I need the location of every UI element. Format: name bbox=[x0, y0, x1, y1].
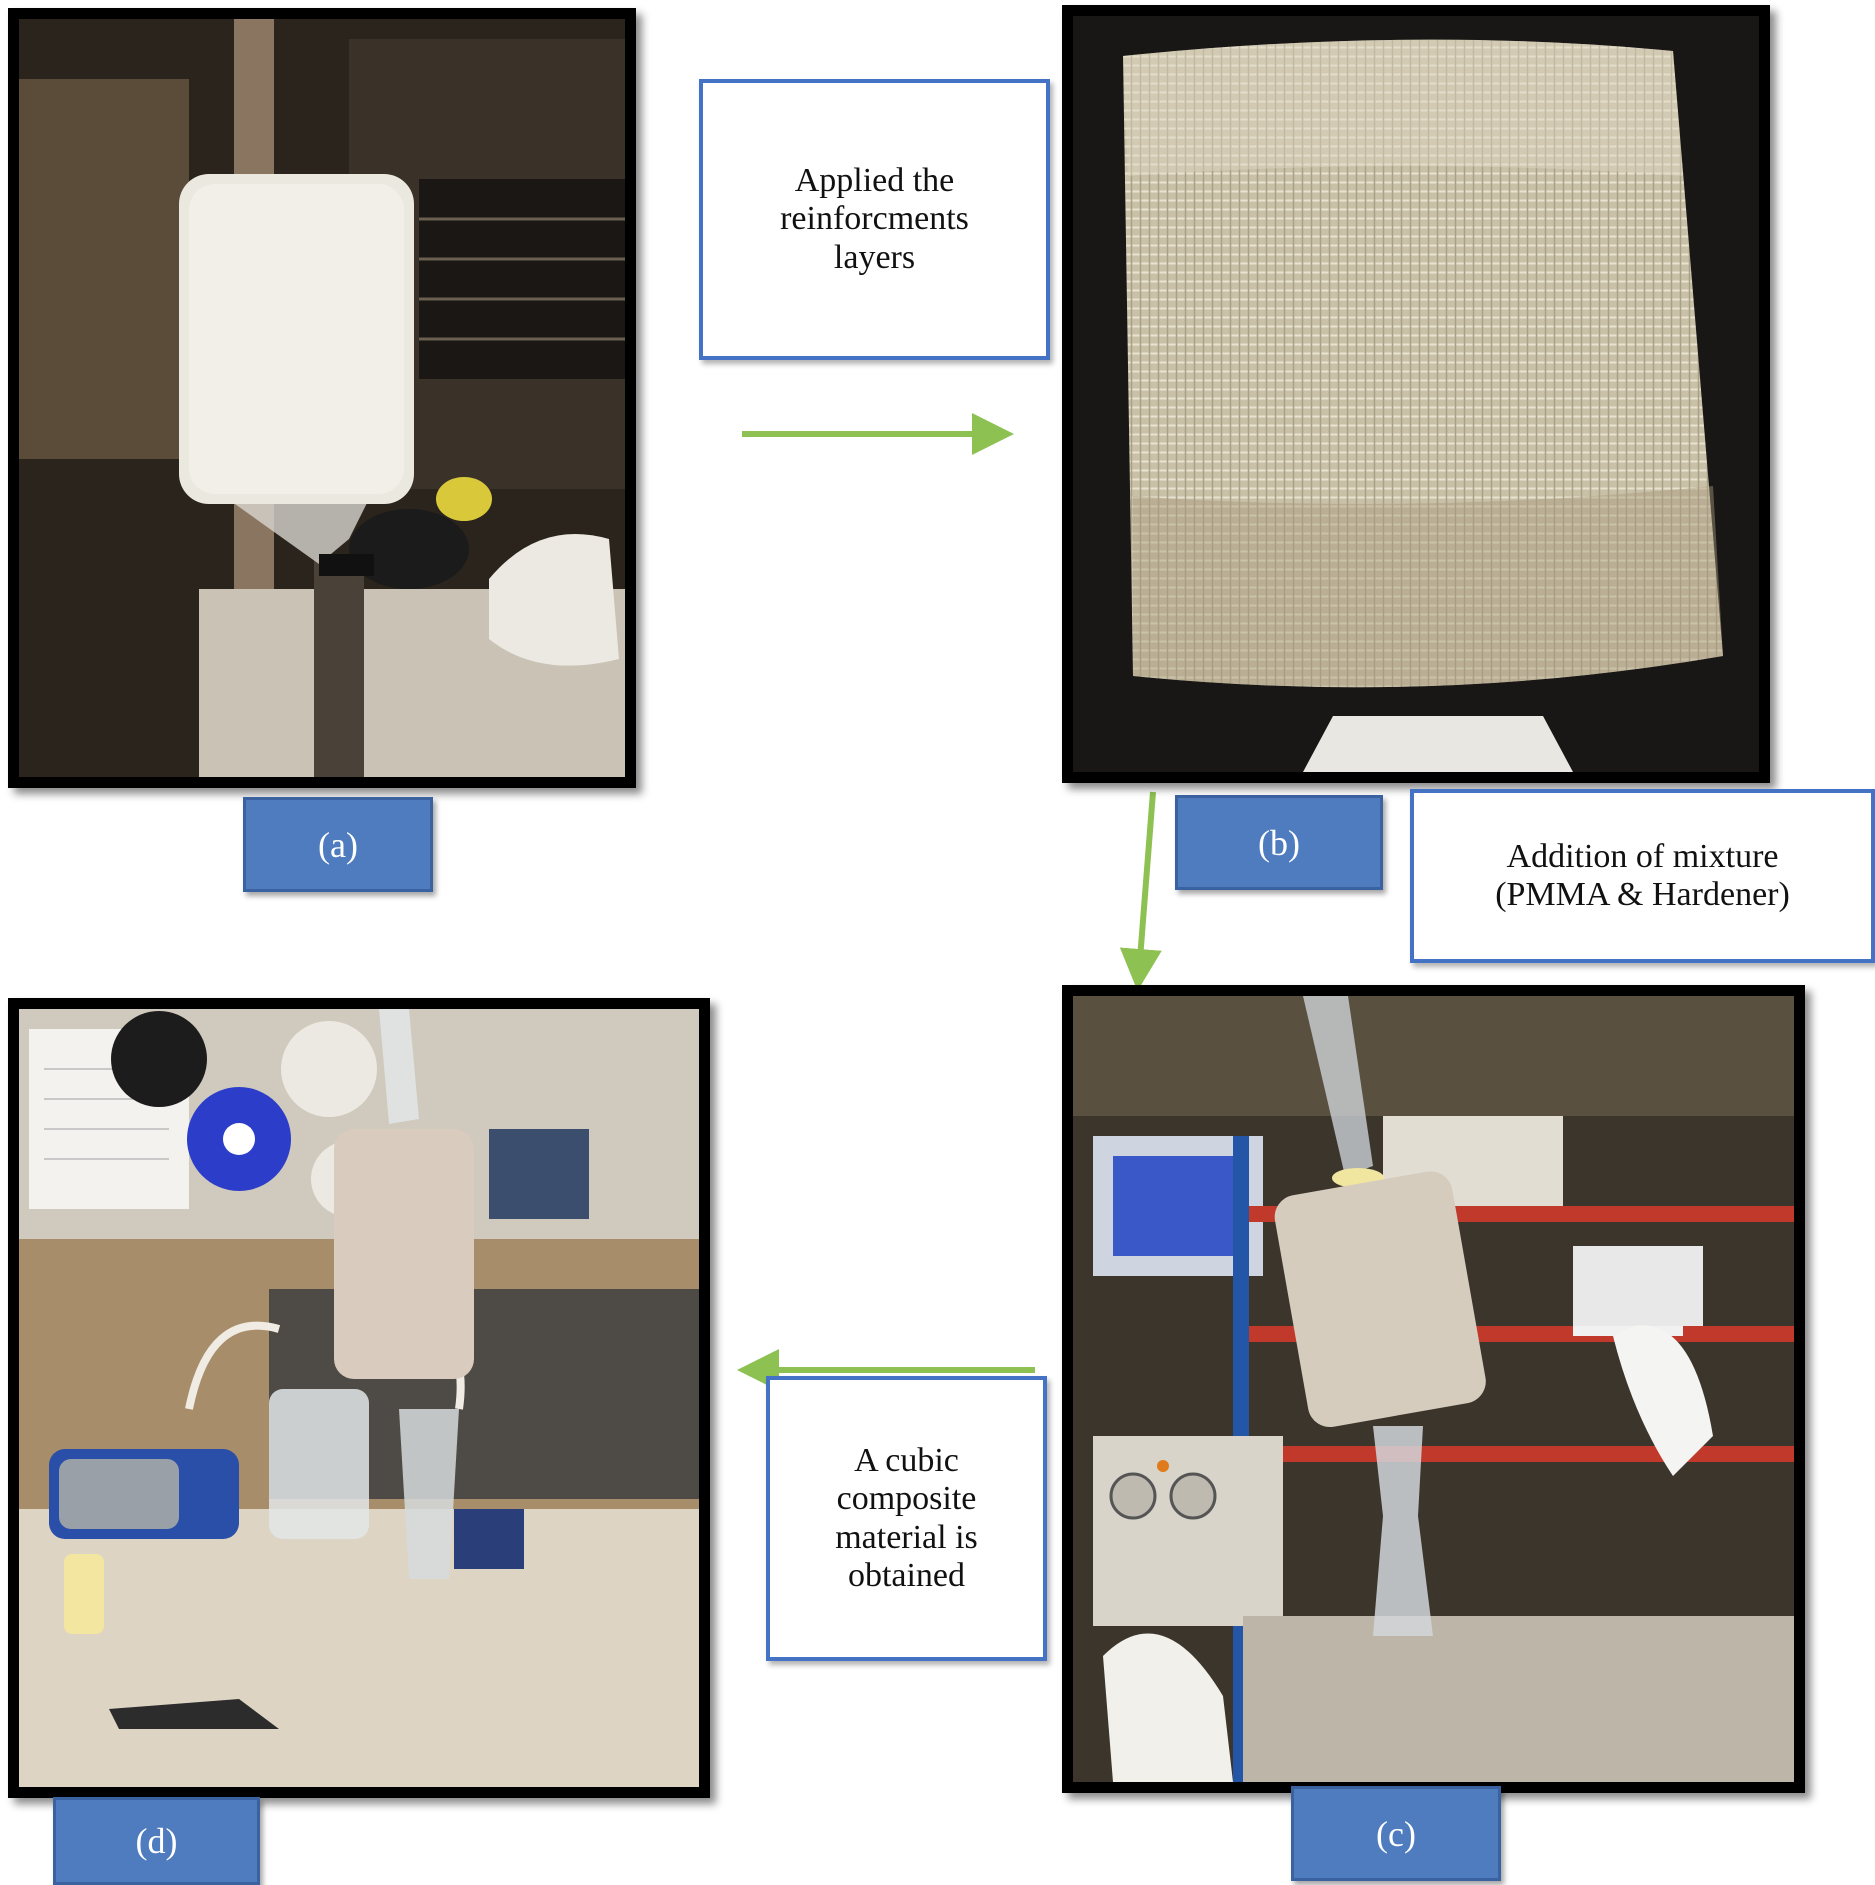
photo-c bbox=[1062, 985, 1805, 1793]
photo-a bbox=[8, 8, 636, 788]
photo-b bbox=[1062, 5, 1770, 783]
label-c: (c) bbox=[1291, 1786, 1501, 1881]
step-note-mixture: Addition of mixture (PMMA & Hardener) bbox=[1410, 789, 1875, 963]
step-note-reinforcement: Applied the reinforcments layers bbox=[699, 79, 1050, 360]
step-text-mixture: Addition of mixture (PMMA & Hardener) bbox=[1495, 837, 1790, 913]
label-d: (d) bbox=[53, 1797, 260, 1885]
step-text-result: A cubic composite material is obtained bbox=[835, 1442, 978, 1594]
label-b: (b) bbox=[1175, 795, 1383, 890]
label-a: (a) bbox=[243, 797, 433, 892]
photo-d bbox=[8, 998, 710, 1798]
step-note-result: A cubic composite material is obtained bbox=[766, 1376, 1047, 1661]
step-text-reinforcement: Applied the reinforcments layers bbox=[780, 162, 969, 276]
arrow-b-to-c bbox=[1119, 791, 1162, 991]
